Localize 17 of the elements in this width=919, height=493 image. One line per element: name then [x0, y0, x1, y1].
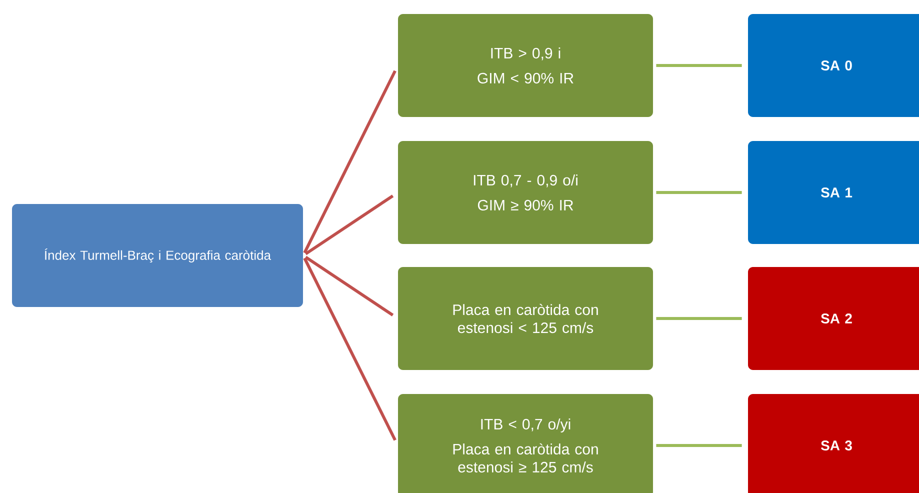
criteria-box: ITB < 0,7 o/yi Placa en caròtida con estenosi ≥ 125 cm/s	[398, 394, 653, 493]
connector-line	[304, 256, 394, 316]
criteria-box: Placa en caròtida con estenosi < 125 cm/s	[398, 267, 653, 370]
connector-line	[656, 191, 742, 194]
connector-line	[656, 317, 742, 320]
stage-box: SA 3	[748, 394, 919, 493]
connector-line	[656, 64, 742, 67]
criteria-box: ITB > 0,9 i GIM < 90% IR	[398, 14, 653, 117]
connector-line	[303, 258, 396, 441]
source-box: Índex Turmell-Braç i Ecografia caròtida	[12, 204, 303, 307]
connector-line	[304, 194, 394, 256]
connector-line	[303, 70, 396, 254]
connector-line	[656, 444, 742, 447]
stage-box: SA 2	[748, 267, 919, 370]
stage-box: SA 0	[748, 14, 919, 117]
criteria-box: ITB 0,7 - 0,9 o/i GIM ≥ 90% IR	[398, 141, 653, 244]
stage-box: SA 1	[748, 141, 919, 244]
